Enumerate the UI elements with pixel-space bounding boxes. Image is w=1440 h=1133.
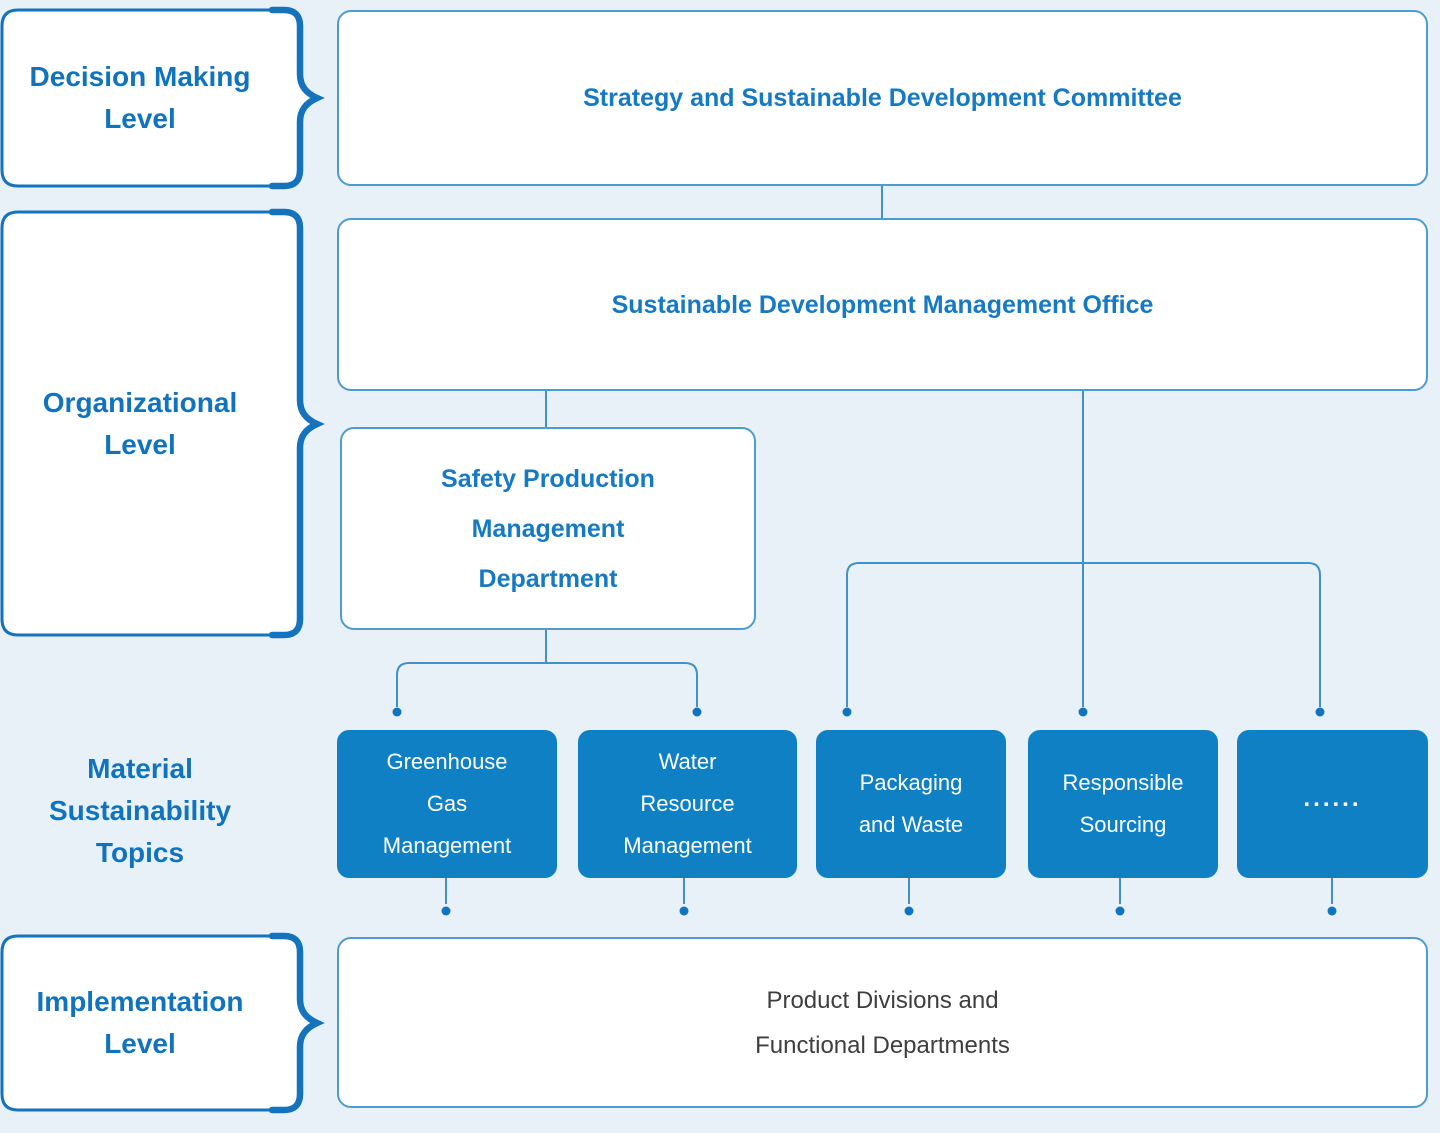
level-label-organizational: Organizational Level [2,212,278,635]
connector-dot [392,707,402,717]
node-safety-production-department: Safety Production Management Department [340,427,756,630]
connector-left-branch [396,662,698,707]
connector-dot [692,707,702,717]
node-label: Strategy and Sustainable Development Com… [583,84,1182,112]
connector-dot [679,906,689,916]
connector-dot [1078,707,1088,717]
topic-label-line: Packaging [859,770,963,795]
topic-label-line: ...... [1303,785,1362,812]
level-label-material: Material Sustainability Topics [2,718,278,903]
node-product-divisions: Product Divisions and Functional Departm… [337,937,1428,1108]
level-label-line: Level [104,1028,176,1059]
connector-dot [1315,707,1325,717]
level-label-implementation: Implementation Level [2,936,278,1110]
level-label-line: Level [104,428,176,460]
level-label-line: Decision Making [29,61,251,92]
node-label: Sustainable Development Management Offic… [611,290,1154,319]
topic-greenhouse-gas: Greenhouse Gas Management [337,730,557,878]
topic-label-line: Water [658,749,717,774]
level-label-line: Level [104,103,176,134]
topic-label-line: Gas [426,791,468,816]
node-label-line: Safety Production [441,464,655,493]
level-label-line: Topics [95,836,185,868]
connector-right-branch [846,562,1321,707]
topic-responsible-sourcing: Responsible Sourcing [1028,730,1218,878]
topic-label-line: Sourcing [1079,812,1167,837]
topic-label-line: Responsible [1062,770,1184,795]
topic-label-line: and Waste [858,812,964,837]
topic-label-line: Resource [640,791,735,816]
level-label-line: Sustainability [48,794,232,826]
level-brace-implementation [268,932,325,1114]
level-brace-decision [268,6,325,190]
connector-dot [904,906,914,916]
topic-label-line: Management [623,833,752,858]
topic-water-resource: Water Resource Management [578,730,797,878]
topic-label-line: Management [382,833,512,858]
connector-dot [1115,906,1125,916]
connector-dot [1327,906,1337,916]
level-label-decision: Decision Making Level [2,10,278,186]
node-strategy-committee: Strategy and Sustainable Development Com… [337,10,1428,186]
connector-dot [842,707,852,717]
node-label-line: Department [478,564,618,593]
topic-packaging-waste: Packaging and Waste [816,730,1006,878]
node-sd-management-office: Sustainable Development Management Offic… [337,218,1428,391]
node-label-line: Management [471,514,625,543]
level-label-line: Material [87,752,193,784]
level-brace-organizational [268,208,325,639]
topic-more-ellipsis: ...... [1237,730,1428,878]
node-label-line: Functional Departments [755,1031,1010,1059]
level-label-line: Organizational [42,386,238,418]
node-label-line: Product Divisions and [766,986,999,1014]
connector-dot [441,906,451,916]
level-label-line: Implementation [36,986,244,1017]
topic-label-line: Greenhouse [386,749,508,774]
